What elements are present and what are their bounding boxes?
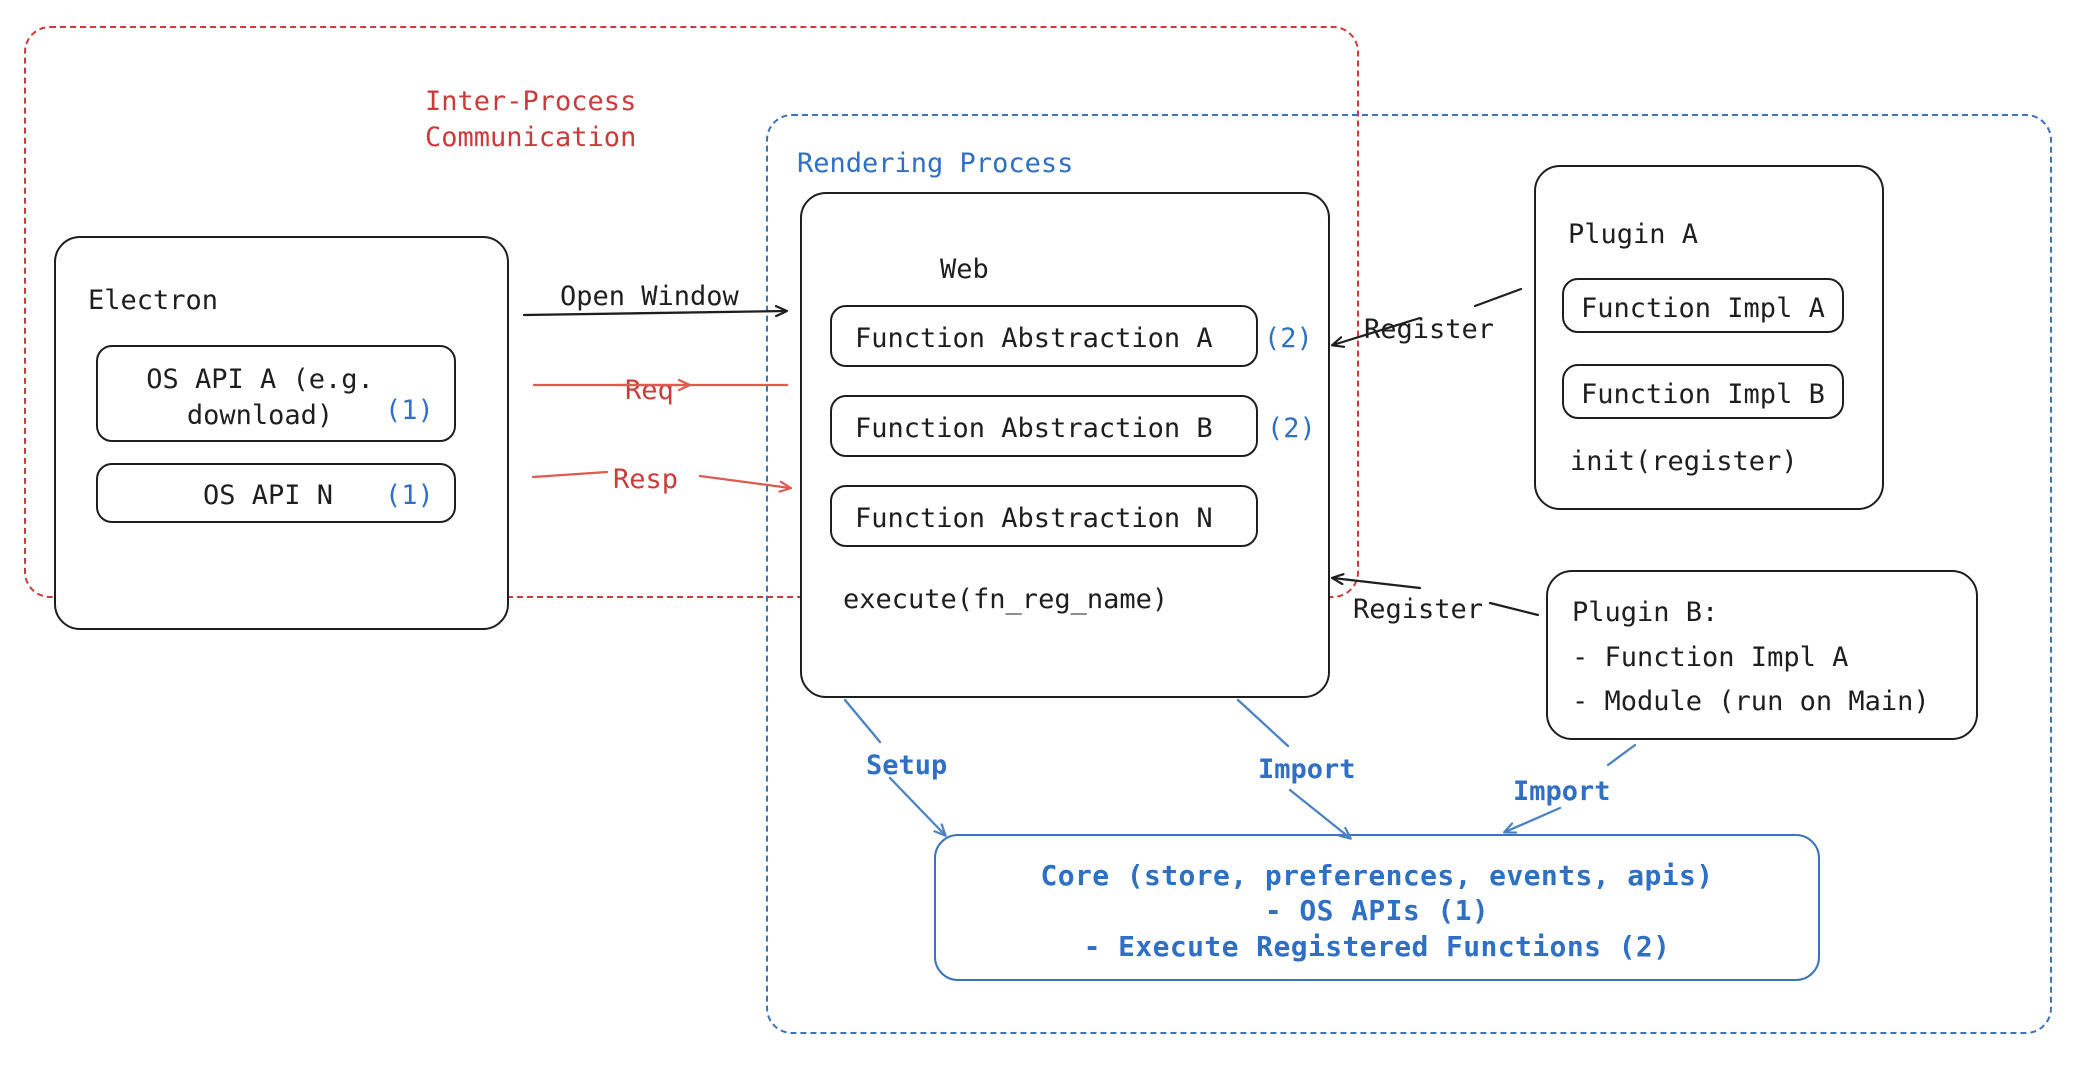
edge-resp-label: Resp: [613, 464, 679, 495]
edge-import-web-label: Import: [1258, 754, 1356, 785]
web-footer-execute: execute(fn_reg_name): [843, 584, 1169, 615]
region-inter-process-communication: [24, 26, 1359, 598]
edge-import-plugin-label: Import: [1513, 776, 1611, 807]
plugin-b-line-0: Plugin B:: [1572, 597, 1719, 628]
function-impl-a-label: Function Impl A: [1581, 293, 1825, 324]
plugin-b-box: [1546, 570, 1978, 740]
function-abstraction-n-label: Function Abstraction N: [855, 503, 1213, 534]
os-api-n-marker: (1): [385, 480, 434, 511]
core-line-2: - Execute Registered Functions (2): [1083, 930, 1671, 963]
os-api-a-label: OS API A (e.g.download): [146, 364, 374, 431]
function-abstraction-a-label: Function Abstraction A: [855, 323, 1213, 354]
edge-open-window-label: Open Window: [560, 281, 739, 312]
os-api-n-label: OS API N: [203, 480, 334, 511]
function-abstraction-a-box[interactable]: [830, 305, 1258, 367]
plugin-a-title: Plugin A: [1568, 219, 1699, 250]
function-impl-b-box[interactable]: [1562, 364, 1844, 419]
region-rendering-process-label: Rendering Process: [797, 148, 1074, 179]
function-abstraction-b-box[interactable]: [830, 395, 1258, 457]
function-abstraction-b-marker: (2): [1267, 413, 1316, 444]
plugin-b-line-1: - Function Impl A: [1572, 642, 1849, 673]
edge-req-label: Req: [625, 375, 674, 406]
function-impl-b-label: Function Impl B: [1581, 379, 1825, 410]
web-title: Web: [940, 254, 989, 285]
plugin-b-line-2: - Module (run on Main): [1572, 686, 1930, 717]
os-api-a-box[interactable]: [96, 345, 456, 442]
function-abstraction-n-box[interactable]: [830, 485, 1258, 547]
core-line-1: - OS APIs (1): [1264, 894, 1490, 927]
core-line-0: Core (store, preferences, events, apis): [1040, 859, 1714, 892]
edge-register-b-label: Register: [1353, 594, 1484, 625]
os-api-a-marker: (1): [385, 395, 434, 426]
plugin-a-footer-init: init(register): [1570, 446, 1798, 477]
region-rendering-process: [766, 114, 2052, 1034]
edge-setup-label: Setup: [866, 750, 948, 781]
os-api-n-box[interactable]: [96, 463, 456, 523]
edge-register-a-label: Register: [1364, 314, 1495, 345]
plugin-a-box: [1534, 165, 1884, 510]
function-impl-a-box[interactable]: [1562, 278, 1844, 333]
electron-title: Electron: [88, 285, 219, 316]
core-box: [934, 834, 1820, 981]
function-abstraction-a-marker: (2): [1264, 323, 1313, 354]
function-abstraction-b-label: Function Abstraction B: [855, 413, 1213, 444]
